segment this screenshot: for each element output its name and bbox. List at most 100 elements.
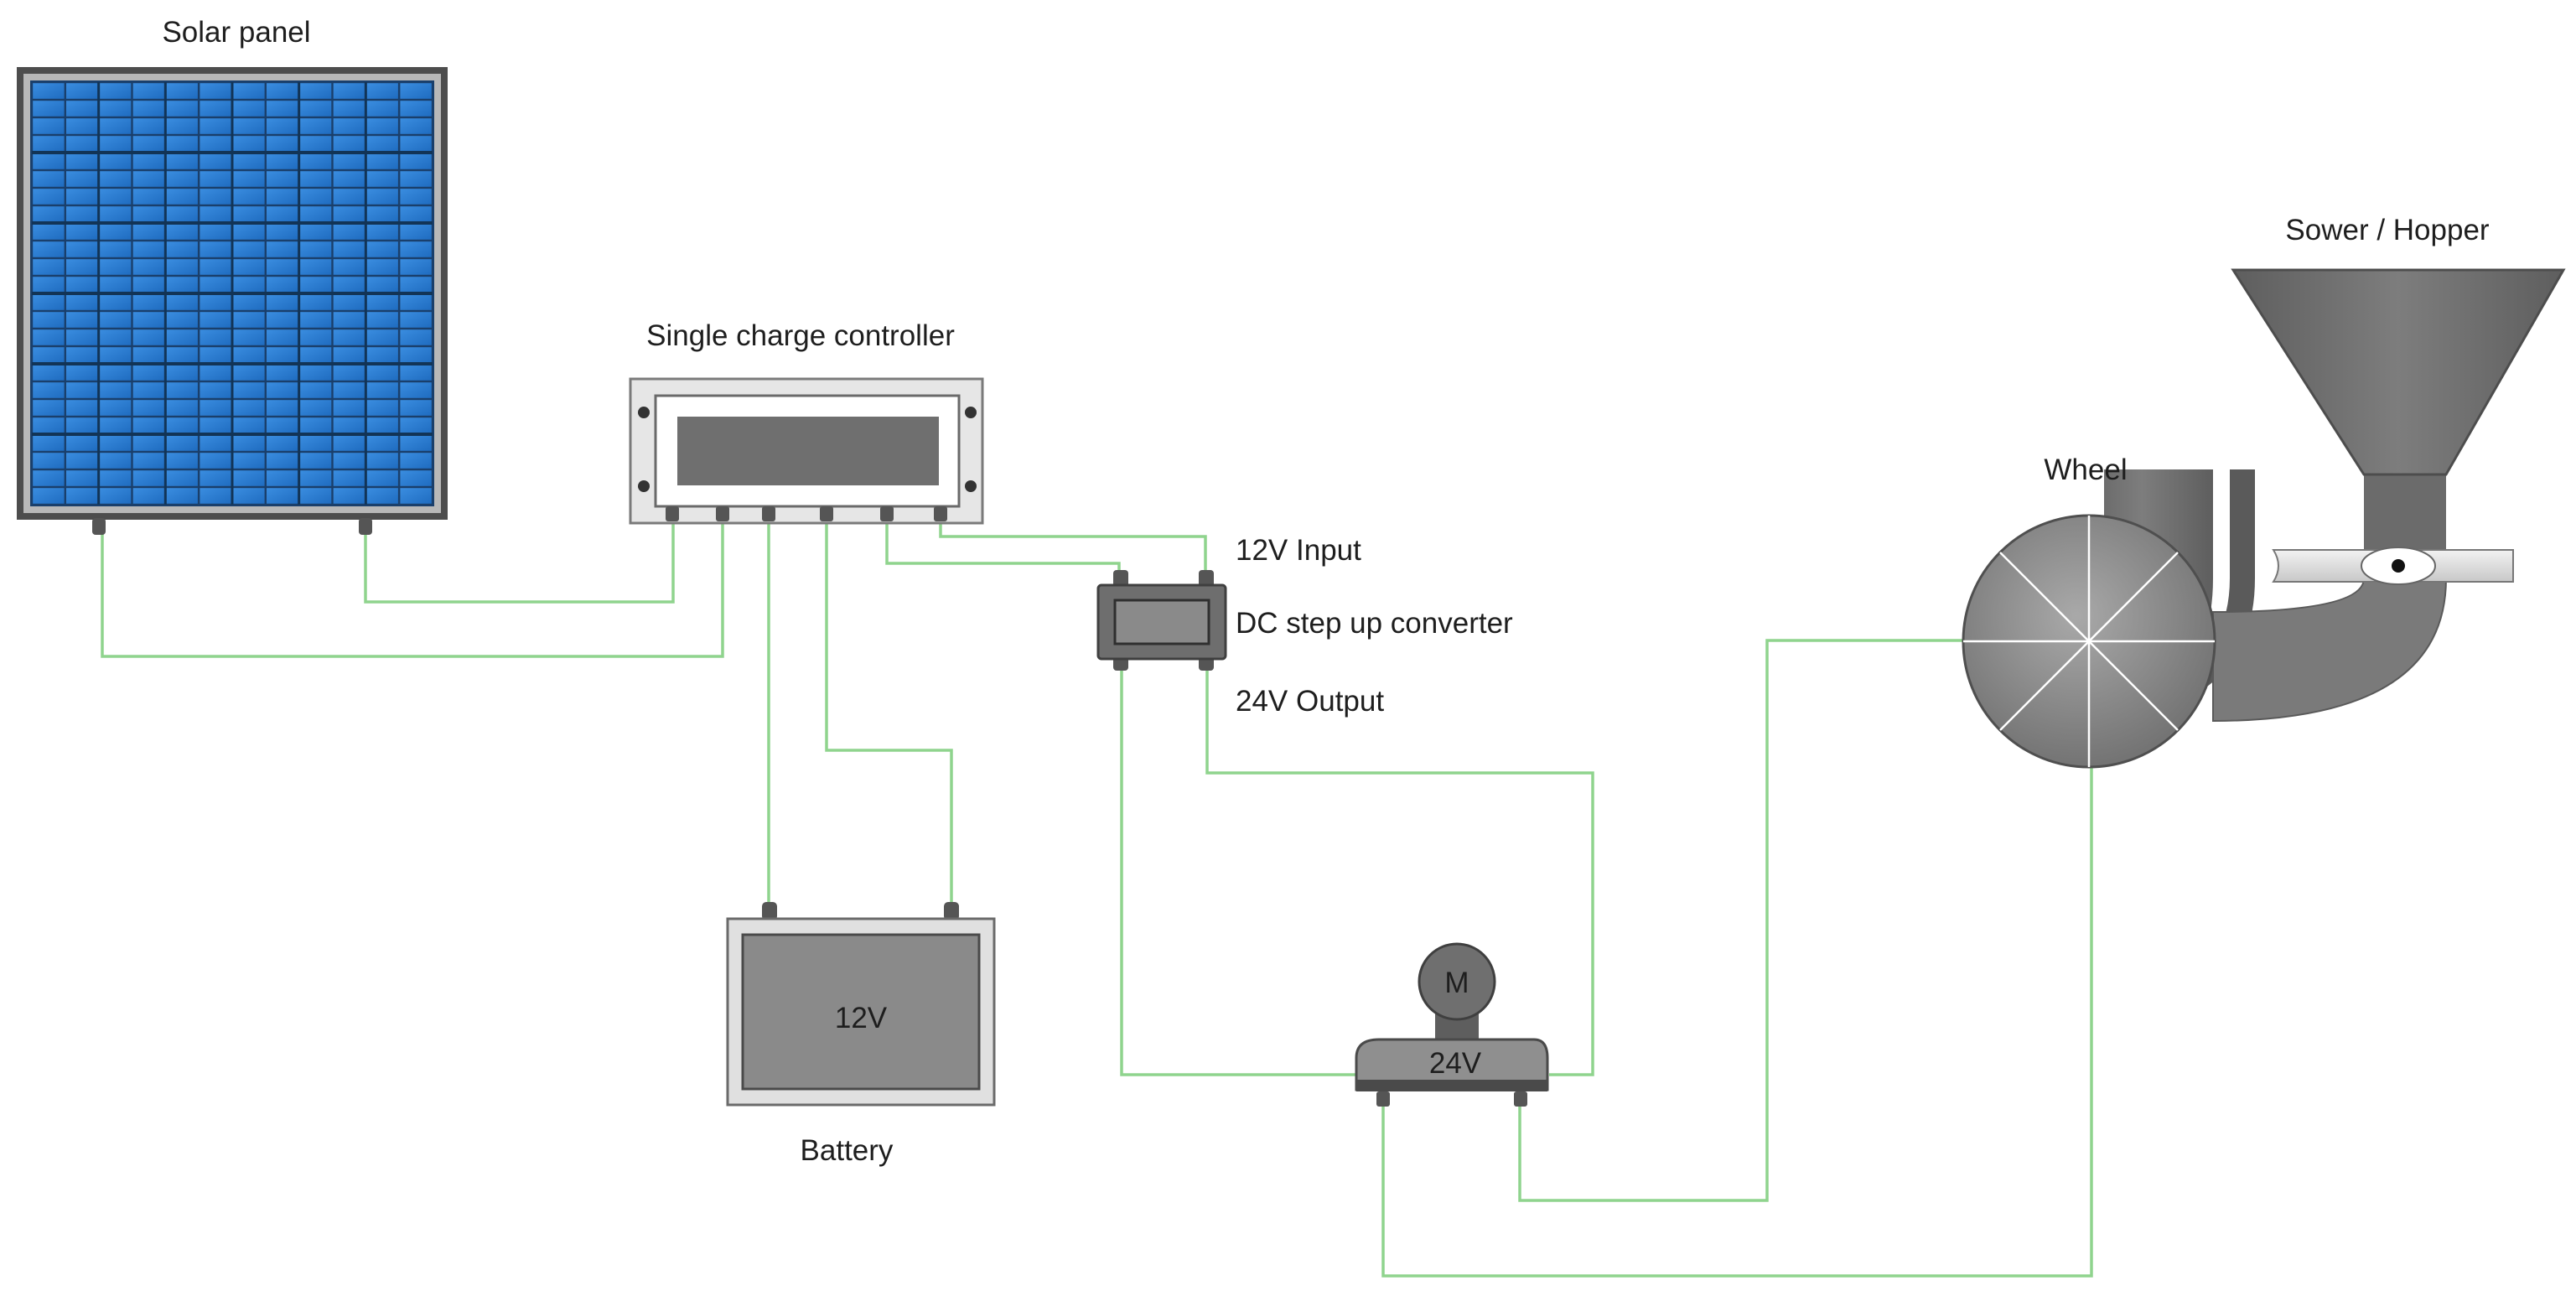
solar-cell: [99, 189, 132, 205]
solar-cell: [267, 453, 298, 469]
solar-cell: [366, 189, 398, 205]
solar-cell: [366, 382, 398, 398]
solar-cell: [200, 206, 231, 222]
solar-cell: [400, 453, 432, 469]
solar-cell: [132, 277, 165, 293]
solar-cell: [33, 453, 65, 469]
solar-cell: [333, 277, 365, 293]
solar-cell: [233, 101, 265, 117]
solar-cell: [233, 382, 265, 398]
solar-cell: [366, 294, 398, 310]
solar-cell: [166, 277, 198, 293]
solar-cell: [333, 241, 365, 257]
solar-cell: [267, 312, 298, 328]
solar-cell: [200, 171, 231, 187]
wheel-label: Wheel: [2044, 454, 2127, 486]
solar-cell: [99, 136, 132, 152]
solar-cell: [299, 382, 332, 398]
solar-cell: [233, 189, 265, 205]
solar-cell: [299, 277, 332, 293]
solar-cell: [166, 118, 198, 134]
solar-cell: [333, 417, 365, 433]
solar-cell: [267, 488, 298, 504]
solar-cell: [166, 329, 198, 345]
solar-cell: [400, 153, 432, 169]
solar-cell: [400, 171, 432, 187]
hopper-label: Sower / Hopper: [2285, 214, 2490, 246]
wire-panel-right-to-controller: [364, 513, 675, 604]
solar-cell: [99, 365, 132, 381]
solar-cell: [33, 101, 65, 117]
solar-cell: [400, 136, 432, 152]
solar-cell: [233, 206, 265, 222]
battery-icon: [726, 902, 996, 1107]
solar-cell: [66, 417, 98, 433]
controller-terminals: [666, 506, 947, 521]
wheel-icon: [1962, 514, 2216, 769]
solar-cell: [66, 224, 98, 240]
solar-cell: [166, 417, 198, 433]
battery-label: Battery: [801, 1134, 894, 1167]
solar-cell: [333, 83, 365, 99]
solar-cell: [132, 259, 165, 275]
solar-cell: [299, 488, 332, 504]
motor: M 24V: [1355, 942, 1549, 1107]
solar-cell: [233, 241, 265, 257]
solar-cell: [99, 206, 132, 222]
solar-cell: [99, 118, 132, 134]
solar-cell: [166, 400, 198, 416]
solar-cell: [267, 118, 298, 134]
solar-cell: [33, 365, 65, 381]
solar-cell: [233, 417, 265, 433]
solar-cell: [400, 118, 432, 134]
solar-cell: [333, 118, 365, 134]
solar-cell: [166, 189, 198, 205]
solar-cell: [166, 83, 198, 99]
solar-cell: [99, 453, 132, 469]
wire-controller-to-battery-right: [825, 513, 953, 914]
solar-cell: [33, 136, 65, 152]
solar-cell: [66, 435, 98, 451]
solar-cell: [33, 435, 65, 451]
solar-cell: [99, 83, 132, 99]
solar-cell: [166, 224, 198, 240]
solar-cell: [66, 347, 98, 363]
solar-cell: [66, 277, 98, 293]
solar-cell: [366, 417, 398, 433]
solar-cell: [333, 329, 365, 345]
solar-cell: [267, 101, 298, 117]
solar-cell: [400, 206, 432, 222]
solar-cell: [200, 189, 231, 205]
solar-cell: [267, 435, 298, 451]
solar-cell: [33, 259, 65, 275]
solar-cell: [400, 241, 432, 257]
solar-cell: [166, 153, 198, 169]
solar-cell: [233, 294, 265, 310]
solar-cell: [267, 153, 298, 169]
solar-cell: [366, 312, 398, 328]
solar-cell: [233, 312, 265, 328]
solar-cell: [200, 136, 231, 152]
solar-cell: [299, 171, 332, 187]
solar-cell: [66, 153, 98, 169]
solar-cell: [33, 277, 65, 293]
solar-cell: [66, 189, 98, 205]
solar-panel-icon: [17, 67, 448, 535]
solar-cell: [299, 83, 332, 99]
solar-cell: [366, 224, 398, 240]
solar-cell: [299, 417, 332, 433]
solar-cell: [333, 400, 365, 416]
solar-cell: [132, 435, 165, 451]
solar-cell: [333, 101, 365, 117]
solar-cell: [333, 453, 365, 469]
solar-cell: [132, 136, 165, 152]
solar-cell: [99, 101, 132, 117]
solar-cell: [400, 382, 432, 398]
solar-cell: [200, 277, 231, 293]
wire-converter-to-motor-left: [1120, 666, 1358, 1076]
solar-cell: [366, 365, 398, 381]
solar-cell: [132, 294, 165, 310]
solar-cell: [233, 171, 265, 187]
solar-cell: [200, 241, 231, 257]
solar-cell: [33, 83, 65, 99]
